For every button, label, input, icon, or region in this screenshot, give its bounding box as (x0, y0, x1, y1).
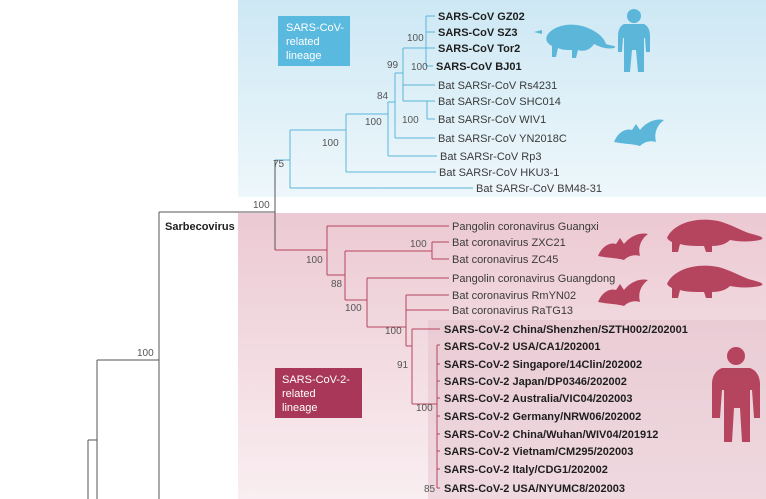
clade-label: Sarbecovirus (165, 221, 235, 233)
tip-label: SARS-CoV-2 USA/CA1/202001 (444, 341, 601, 353)
bootstrap-value: 88 (331, 279, 343, 290)
tip-label: SARS-CoV-2 Australia/VIC04/202003 (444, 393, 633, 405)
bootstrap-value: 100 (402, 115, 419, 126)
tip-label: SARS-CoV-2 Japan/DP0346/202002 (444, 376, 627, 388)
box-line: related (282, 388, 316, 400)
pangolin-icon (667, 219, 763, 252)
bootstrap-value: 100 (365, 117, 382, 128)
tip-label: SARS-CoV-2 Singapore/14Clin/202002 (444, 359, 642, 371)
bootstrap-value: 100 (411, 62, 428, 73)
bootstrap-value: 100 (416, 403, 433, 414)
tip-label: Bat coronavirus RmYN02 (452, 290, 576, 302)
tip-label: Bat coronavirus RaTG13 (452, 305, 573, 317)
sars-cov2-background (238, 213, 766, 499)
tip-label: Pangolin coronavirus Guangxi (452, 221, 599, 233)
bootstrap-value: 100 (345, 303, 362, 314)
tip-label: SARS-CoV-2 USA/NYUMC8/202003 (444, 483, 625, 495)
tip-label: Bat SARSr-CoV WIV1 (438, 114, 546, 126)
bat-icon (614, 119, 664, 146)
tip-label: Bat SARSr-CoV BM48-31 (476, 183, 602, 195)
bootstrap-value: 100 (407, 33, 424, 44)
human-icon (618, 9, 650, 72)
sars-cov-branches (275, 15, 473, 189)
tip-label: SARS-CoV Tor2 (438, 43, 520, 55)
tip-label: SARS-CoV GZ02 (438, 11, 525, 23)
bootstrap-value: 100 (410, 239, 427, 250)
box-line: SARS-CoV- (286, 22, 344, 34)
tip-label: Bat coronavirus ZXC21 (452, 237, 566, 249)
bat-icon (598, 233, 648, 260)
sars-cov2-inner-background (428, 320, 766, 499)
bootstrap-value: 91 (397, 360, 409, 371)
bootstrap-value: 84 (377, 91, 389, 102)
tip-label: Bat SARSr-CoV YN2018C (438, 133, 567, 145)
tip-label: Bat SARSr-CoV Rp3 (440, 151, 541, 163)
tip-label: SARS-CoV-2 Germany/NRW06/202002 (444, 411, 641, 423)
tip-label: Bat coronavirus ZC45 (452, 254, 558, 266)
tip-label: SARS-CoV-2 Vietnam/CM295/202003 (444, 446, 633, 458)
bootstrap-value: 100 (306, 255, 323, 266)
tip-label: SARS-CoV-2 China/Shenzhen/SZTH002/202001 (444, 324, 688, 336)
tip-label: Pangolin coronavirus Guangdong (452, 273, 615, 285)
civet-icon (534, 24, 616, 58)
tip-label: SARS-CoV-2 China/Wuhan/WIV04/201912 (444, 429, 658, 441)
pangolin-icon (667, 265, 763, 298)
tip-label: Bat SARSr-CoV Rs4231 (438, 80, 557, 92)
bootstrap-value: 99 (387, 60, 399, 71)
bootstrap-value: 100 (322, 138, 339, 149)
bootstrap-value: 85 (424, 484, 436, 495)
tip-label: SARS-CoV BJ01 (436, 61, 522, 73)
bat-icon (598, 279, 648, 306)
bootstrap-value: 100 (385, 326, 402, 337)
box-line: lineage (286, 50, 321, 62)
box-line: related (286, 36, 320, 48)
tip-label: SARS-CoV SZ3 (438, 27, 517, 39)
box-line: SARS-CoV-2- (282, 374, 350, 386)
sars-cov-lineage-box: SARS-CoV- related lineage (278, 16, 350, 66)
bootstrap-value: 75 (273, 159, 285, 170)
sars-cov2-lineage-box: SARS-CoV-2- related lineage (275, 368, 362, 418)
root-branches (87, 160, 276, 499)
sars-cov2-branches (275, 225, 449, 489)
bootstrap-value: 100 (137, 348, 154, 359)
human-icon (712, 347, 760, 442)
tip-label: SARS-CoV-2 Italy/CDG1/202002 (444, 464, 608, 476)
box-line: lineage (282, 402, 317, 414)
tip-label: Bat SARSr-CoV SHC014 (438, 96, 561, 108)
tip-label: Bat SARSr-CoV HKU3-1 (439, 167, 559, 179)
bootstrap-value: 100 (253, 200, 270, 211)
